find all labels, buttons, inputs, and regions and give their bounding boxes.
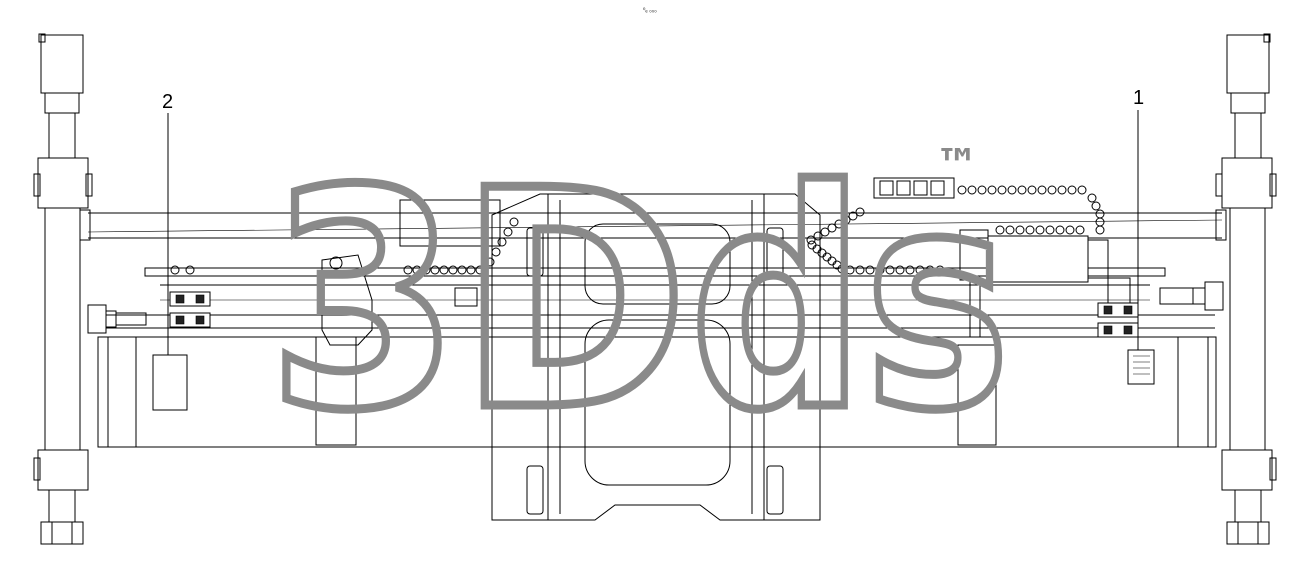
valve-block-right bbox=[1097, 277, 1139, 338]
chain-link bbox=[875, 265, 885, 275]
chain-link bbox=[1095, 209, 1105, 219]
chain-link bbox=[1055, 225, 1065, 235]
chain-link bbox=[925, 265, 935, 275]
chain-link bbox=[1045, 225, 1055, 235]
chain-link bbox=[1025, 225, 1035, 235]
chain-link bbox=[509, 217, 519, 227]
chain-link bbox=[1087, 193, 1097, 203]
chain-link bbox=[827, 223, 837, 233]
chain-link bbox=[457, 265, 467, 275]
main-cylinder bbox=[97, 281, 1217, 448]
chain-link bbox=[1057, 185, 1067, 195]
chain-link bbox=[403, 265, 413, 275]
chain-link bbox=[834, 219, 844, 229]
chain-link bbox=[448, 265, 458, 275]
chain-link bbox=[1015, 225, 1025, 235]
chain-link bbox=[855, 265, 865, 275]
svg-text:2: 2 bbox=[162, 91, 173, 113]
callout-1: 1 bbox=[1133, 87, 1144, 350]
chain-link bbox=[1095, 225, 1105, 235]
chain-link bbox=[987, 185, 997, 195]
valve-block-left bbox=[169, 291, 211, 328]
control-box bbox=[873, 177, 1109, 283]
chain-link bbox=[466, 265, 476, 275]
chain-link bbox=[977, 185, 987, 195]
chain-link bbox=[412, 265, 422, 275]
svg-text:1: 1 bbox=[1133, 87, 1144, 109]
chain-link bbox=[503, 227, 513, 237]
callout-2: 2 bbox=[162, 91, 173, 355]
chain-link bbox=[820, 227, 830, 237]
chain-link bbox=[1067, 185, 1077, 195]
chain-link bbox=[1065, 225, 1075, 235]
chain-link bbox=[806, 235, 816, 245]
chain-link bbox=[1075, 225, 1085, 235]
chain-link bbox=[935, 265, 945, 275]
chain-link bbox=[421, 265, 431, 275]
chain-link bbox=[485, 257, 495, 267]
left-end-fitting bbox=[87, 304, 147, 334]
chain-link bbox=[475, 265, 485, 275]
watermark-logo: 3D ds ™ bbox=[264, 123, 1015, 481]
chain-link bbox=[170, 265, 180, 275]
svg-text:3D: 3D bbox=[268, 127, 688, 476]
chain-link bbox=[957, 185, 967, 195]
chain-link bbox=[439, 265, 449, 275]
chain-link bbox=[813, 231, 823, 241]
chain-link bbox=[995, 225, 1005, 235]
chain-link bbox=[1007, 185, 1017, 195]
svg-text:™: ™ bbox=[935, 140, 979, 191]
chain-link bbox=[1035, 225, 1045, 235]
chain-link bbox=[905, 265, 915, 275]
chain-link bbox=[1027, 185, 1037, 195]
chain-link bbox=[885, 265, 895, 275]
right-column bbox=[1215, 33, 1277, 545]
chain-link bbox=[967, 185, 977, 195]
chain-link bbox=[1047, 185, 1057, 195]
chain-link bbox=[1037, 185, 1047, 195]
chain-link bbox=[1077, 185, 1087, 195]
header-code: ⁰ₑ ₀₀₀ bbox=[643, 7, 657, 14]
chain-link bbox=[915, 265, 925, 275]
chain-link bbox=[1017, 185, 1027, 195]
cable-chain-left bbox=[170, 217, 519, 275]
center-carriage bbox=[491, 193, 821, 521]
chain-link bbox=[865, 265, 875, 275]
left-arm-bracket bbox=[321, 199, 501, 346]
chain-link bbox=[1005, 225, 1015, 235]
chain-link bbox=[1095, 217, 1105, 227]
cable-chain-right bbox=[806, 185, 1105, 275]
chain-link bbox=[997, 185, 1007, 195]
svg-text:ds: ds bbox=[690, 127, 1010, 476]
chain-link bbox=[855, 207, 865, 217]
left-column bbox=[33, 33, 93, 545]
chain-link bbox=[497, 237, 507, 247]
data-plate bbox=[1127, 349, 1155, 385]
chain-link bbox=[845, 265, 855, 275]
chain-link bbox=[895, 265, 905, 275]
chain-link bbox=[1091, 201, 1101, 211]
rail-track bbox=[95, 267, 1215, 329]
chain-link bbox=[185, 265, 195, 275]
chain-link bbox=[848, 211, 858, 221]
chain-link bbox=[841, 215, 851, 225]
chain-link bbox=[430, 265, 440, 275]
right-end-fitting bbox=[1159, 281, 1224, 311]
